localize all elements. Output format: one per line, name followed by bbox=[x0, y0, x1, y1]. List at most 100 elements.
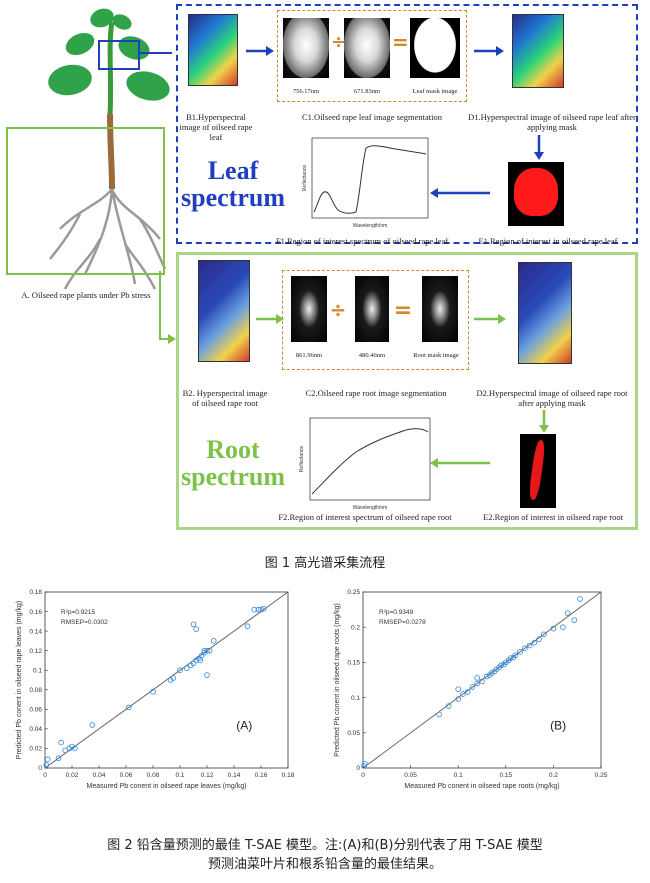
leaf-masked-cube bbox=[512, 14, 564, 88]
leaf-spectrum-curve bbox=[313, 145, 427, 214]
arrow-d1-e1 bbox=[534, 135, 544, 160]
data-point bbox=[204, 647, 210, 654]
x-tick-label: 0.1 bbox=[454, 772, 463, 779]
data-point bbox=[260, 605, 267, 612]
data-point bbox=[206, 647, 213, 654]
arrow-e1-f1 bbox=[430, 188, 490, 198]
data-point bbox=[455, 696, 462, 702]
y-tick-label: 0.04 bbox=[29, 726, 42, 733]
root-mask-image bbox=[422, 276, 458, 342]
figure-2-caption-line1: 图 2 铅含量预测的最佳 T-SAE 模型。注:(A)和(B)分别代表了用 T-… bbox=[107, 838, 543, 853]
data-point bbox=[436, 711, 442, 718]
x-tick-label: 0.1 bbox=[175, 772, 184, 779]
x-tick-label: 0.05 bbox=[404, 772, 417, 779]
y-tick-label: 0.1 bbox=[33, 667, 42, 674]
x-axis-label: Measured Pb conent in oilseed rape leave… bbox=[87, 783, 247, 790]
data-point bbox=[193, 626, 200, 632]
leaf-spec-ylabel: Reflectance bbox=[302, 165, 308, 192]
x-tick-label: 0.25 bbox=[595, 772, 608, 779]
y-tick-label: 0.02 bbox=[29, 746, 42, 753]
data-point bbox=[488, 670, 495, 676]
x-tick-label: 0.08 bbox=[147, 772, 160, 779]
root-divide-sign: ÷ bbox=[329, 298, 347, 322]
data-point bbox=[536, 636, 542, 642]
root-spec-ylabel: Reflectance bbox=[299, 446, 305, 473]
figure-1-caption: 图 1 高光谱采集流程 bbox=[264, 556, 386, 571]
leaf-mask-label: Leaf mask image bbox=[412, 88, 458, 95]
leaf-panel bbox=[176, 4, 638, 244]
root-title-line2: spectrum bbox=[181, 462, 285, 491]
leaf-spectrum-plot: Wavelength/nm Reflectance bbox=[302, 137, 429, 229]
root-spec-xlabel: Wavelength/nm bbox=[353, 505, 388, 511]
leaf-roi-image bbox=[508, 162, 564, 226]
root-zoom-box bbox=[6, 127, 165, 275]
arrow-c2-d2 bbox=[474, 314, 506, 324]
y-tick-label: 0.18 bbox=[29, 589, 42, 596]
y-tick-label: 0.14 bbox=[29, 628, 42, 635]
root-hyperspectral-cube bbox=[198, 260, 250, 362]
x-tick-label: 0.06 bbox=[120, 772, 133, 779]
data-point bbox=[464, 689, 471, 695]
leaf-title-line2: spectrum bbox=[181, 183, 285, 212]
y-tick-label: 0.08 bbox=[29, 687, 42, 694]
data-point bbox=[483, 673, 490, 680]
leaf-f1-caption: F1.Region of interest spectrum of oilsee… bbox=[275, 236, 449, 246]
leaf-d1-caption: D1.Hyperspectral image of oilseed rape l… bbox=[468, 112, 636, 132]
data-point bbox=[58, 739, 64, 746]
data-point bbox=[362, 760, 368, 767]
data-point bbox=[204, 672, 210, 678]
root-roi-image bbox=[520, 434, 556, 508]
leaf-title-line1: Leaf bbox=[207, 156, 259, 185]
data-point bbox=[197, 657, 204, 664]
panel-label: (A) bbox=[236, 718, 252, 732]
connectors bbox=[138, 52, 176, 344]
stat-r2: R²p=0.9349 bbox=[379, 609, 414, 616]
data-point bbox=[71, 745, 78, 752]
figure-2-caption-line2: 预测油菜叶片和根系铅含量的最佳结果。 bbox=[207, 857, 442, 872]
panel-label: (B) bbox=[550, 718, 566, 732]
y-tick-label: 0.12 bbox=[29, 648, 42, 655]
y-tick-label: 0.06 bbox=[29, 707, 42, 714]
x-tick-label: 0.16 bbox=[255, 772, 268, 779]
identity-line bbox=[362, 591, 602, 769]
root-mask-label: Root mask image bbox=[413, 352, 459, 359]
data-point bbox=[498, 662, 504, 669]
data-point bbox=[89, 722, 96, 728]
leaf-e1-caption: E1.Region of interest in oilseed rape le… bbox=[478, 236, 618, 246]
data-point bbox=[210, 638, 217, 644]
data-point bbox=[522, 645, 528, 652]
root-title-line1: Root bbox=[206, 435, 260, 464]
identity-line bbox=[44, 591, 289, 769]
y-tick-label: 0.16 bbox=[29, 609, 42, 616]
leaf-hyperspectral-cube bbox=[188, 14, 238, 86]
x-tick-label: 0.04 bbox=[93, 772, 106, 779]
data-point bbox=[125, 704, 132, 711]
root-b2-caption: B2. Hyperspectral image of oilseed rape … bbox=[182, 388, 268, 408]
root-e2-caption: E2.Region of interest in oilseed rape ro… bbox=[483, 512, 623, 522]
data-point bbox=[526, 642, 533, 649]
data-point bbox=[564, 610, 571, 616]
root-spectrum-curve bbox=[311, 428, 429, 495]
y-tick-label: 0.15 bbox=[347, 660, 360, 667]
figure-1: A. Oilseed rape plants under Pb stress B… bbox=[6, 4, 638, 530]
leaf-mask-image bbox=[410, 18, 460, 78]
root-wl1: 861.96nm bbox=[295, 352, 323, 359]
leaf-band2-image bbox=[344, 18, 390, 78]
data-point bbox=[183, 665, 190, 672]
root-masked-cube bbox=[518, 262, 572, 364]
y-tick-label: 0 bbox=[38, 765, 42, 772]
y-tick-label: 0.25 bbox=[347, 589, 360, 596]
data-point bbox=[560, 624, 566, 630]
y-tick-label: 0.2 bbox=[351, 624, 360, 631]
x-tick-label: 0.12 bbox=[201, 772, 214, 779]
plant-caption: A. Oilseed rape plants under Pb stress bbox=[21, 290, 151, 300]
data-point bbox=[44, 756, 51, 763]
figure-2-caption: 图 2 铅含量预测的最佳 T-SAE 模型。注:(A)和(B)分别代表了用 T-… bbox=[0, 836, 650, 874]
plant-stem bbox=[107, 21, 115, 190]
stat-rmsep: RMSEP=0.0302 bbox=[61, 619, 108, 626]
stat-rmsep: RMSEP=0.0278 bbox=[379, 619, 426, 626]
y-tick-label: 0.1 bbox=[351, 695, 360, 702]
data-point bbox=[445, 703, 452, 709]
